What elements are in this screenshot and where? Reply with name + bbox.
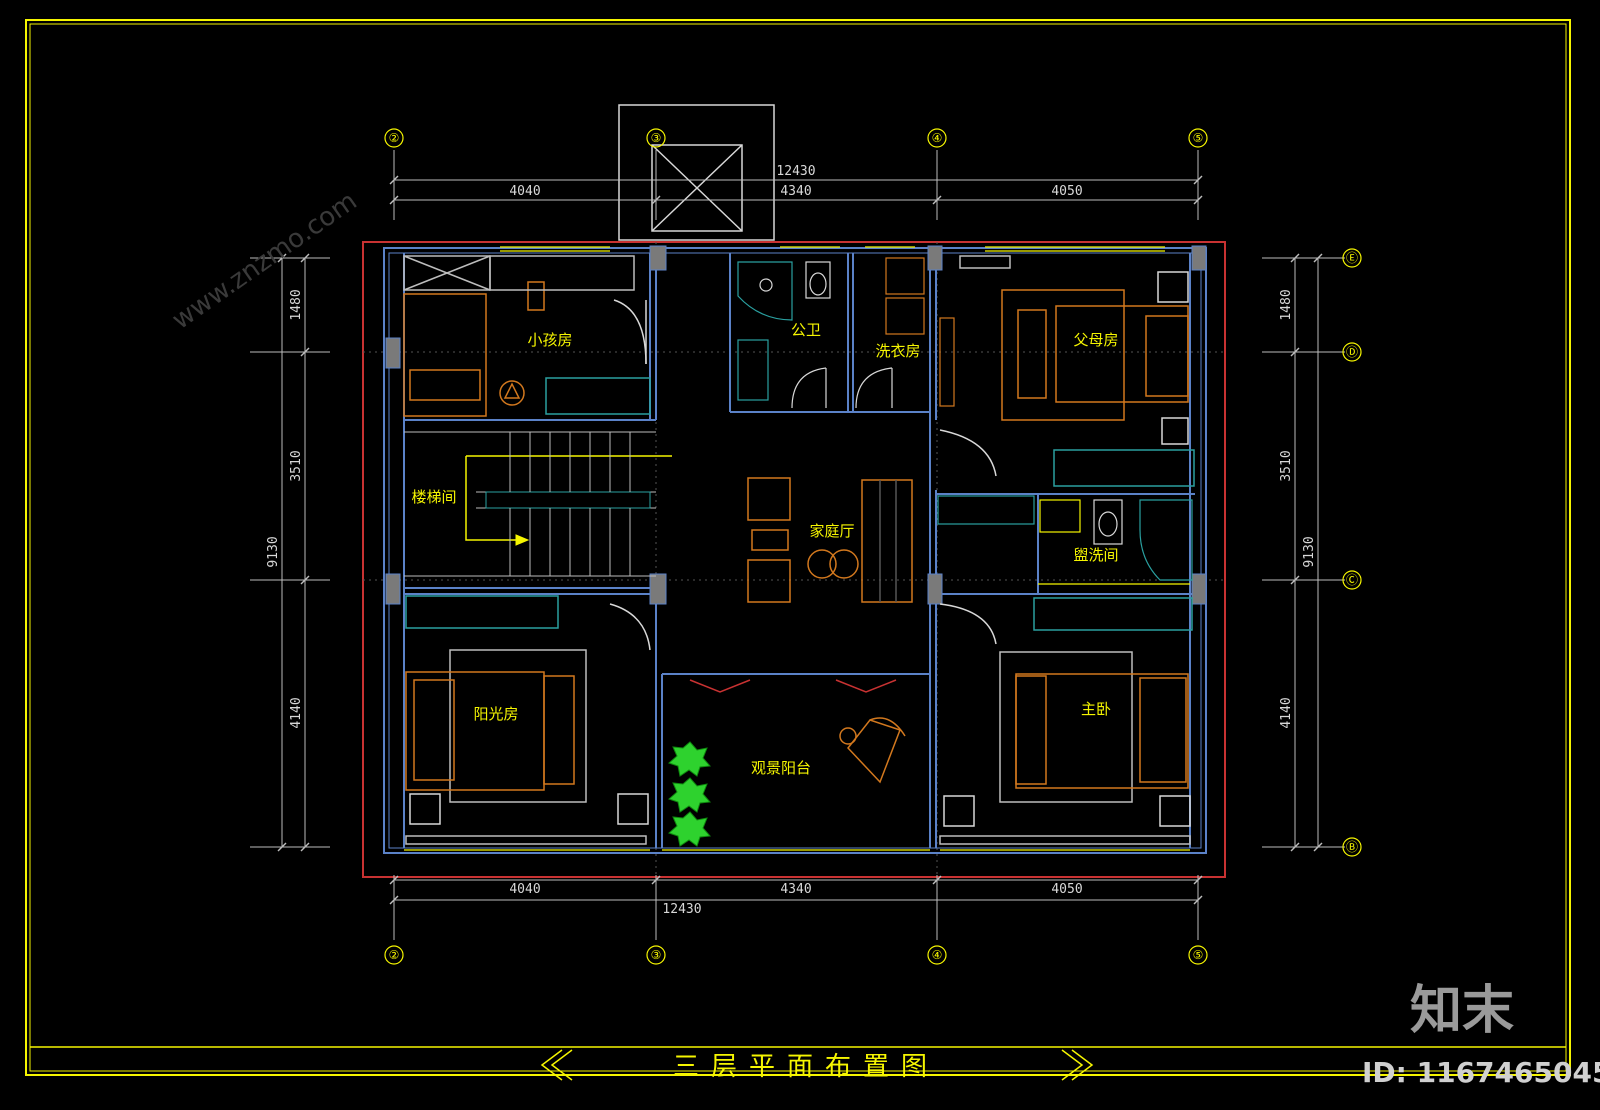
watermark: 知末 ID: 1167465045 www.znzmo.com xyxy=(167,186,1600,1089)
balcony-plants xyxy=(668,741,712,847)
room-label-public-wc: 公卫 xyxy=(791,321,821,339)
dim-right-total: 9130 xyxy=(1302,536,1317,567)
axis-label-d: Ⓓ xyxy=(1346,345,1358,359)
dim-left-seg-2: 3510 xyxy=(289,450,304,481)
dim-top-seg-1: 4040 xyxy=(509,184,540,199)
dim-left-seg-1: 1480 xyxy=(289,289,304,320)
sheet-outer-frame xyxy=(25,19,1571,1076)
axis-label-b: Ⓑ xyxy=(1346,840,1358,854)
dimension-ticks xyxy=(277,175,1323,905)
family-hall-furniture xyxy=(609,429,997,651)
sun-room-furniture xyxy=(405,595,649,845)
building-outline xyxy=(362,241,1226,878)
axis-label-c: Ⓒ xyxy=(1346,573,1358,587)
dim-top-seg-2: 4340 xyxy=(780,184,811,199)
dimension-texts: 12430 4040 4340 4050 4040 4340 4050 1243… xyxy=(266,164,1317,917)
watermark-id: ID: 1167465045 xyxy=(1362,1056,1600,1089)
room-label-staircase: 楼梯间 xyxy=(411,488,456,506)
dim-right-seg-1: 1480 xyxy=(1279,289,1294,320)
dim-right-seg-3: 4140 xyxy=(1279,697,1294,728)
parents-room-furniture xyxy=(959,255,1195,487)
staircase-drawing xyxy=(404,431,672,577)
washroom-fixtures xyxy=(937,495,1193,585)
room-label-kids: 小孩房 xyxy=(527,331,572,349)
room-label-balcony: 观景阳台 xyxy=(751,759,811,777)
axis-labels: ② ③ ④ ⑤ ② ③ ④ ⑤ Ⓔ Ⓓ Ⓒ Ⓑ xyxy=(389,131,1358,962)
dim-bottom-seg-2: 4340 xyxy=(780,882,811,897)
public-wc-fixtures xyxy=(737,261,831,409)
dim-right-seg-2: 3510 xyxy=(1279,450,1294,481)
drawing-title: 三层平面布置图 xyxy=(673,1052,939,1082)
axis-label-e: Ⓔ xyxy=(1346,251,1358,265)
elevator-shaft xyxy=(618,104,775,241)
room-label-master: 主卧 xyxy=(1081,700,1111,718)
watermark-site: www.znzmo.com xyxy=(167,186,363,336)
room-label-laundry: 洗衣房 xyxy=(875,342,920,360)
windows xyxy=(404,246,1190,851)
room-labels: 小孩房 公卫 洗衣房 父母房 楼梯间 家庭厅 盥洗间 阳光房 主卧 观景阳台 xyxy=(411,321,1118,777)
sheet-inner-frame xyxy=(29,23,1567,1072)
dim-top-seg-3: 4050 xyxy=(1051,184,1082,199)
watermark-logo: 知末 xyxy=(1410,981,1514,1041)
dim-left-seg-3: 4140 xyxy=(289,697,304,728)
dim-top-total: 12430 xyxy=(776,164,815,179)
grid-lines xyxy=(250,150,1345,940)
axis-bubbles xyxy=(384,128,1362,965)
dim-bottom-seg-3: 4050 xyxy=(1051,882,1082,897)
room-label-washroom: 盥洗间 xyxy=(1073,546,1118,564)
dim-left-total: 9130 xyxy=(266,536,281,567)
axis-label-4-top: ④ xyxy=(932,131,943,145)
master-bedroom-furniture xyxy=(939,597,1193,845)
laundry-fixtures xyxy=(855,257,955,409)
structural-columns xyxy=(385,245,1207,605)
balcony-furniture xyxy=(689,679,906,784)
axis-label-5-top: ⑤ xyxy=(1193,131,1204,145)
title-bar: 三层平面布置图 xyxy=(30,1046,1566,1082)
room-label-sun-room: 阳光房 xyxy=(473,705,518,723)
room-label-parents: 父母房 xyxy=(1073,331,1118,349)
room-label-family-hall: 家庭厅 xyxy=(809,522,854,540)
dim-bottom-total: 12430 xyxy=(662,902,701,917)
kids-room-furniture xyxy=(403,255,651,417)
axis-label-2-top: ② xyxy=(389,131,400,145)
axis-label-5-bottom: ⑤ xyxy=(1193,948,1204,962)
axis-label-4-bottom: ④ xyxy=(932,948,943,962)
axis-label-3-top: ③ xyxy=(651,131,662,145)
dim-bottom-seg-1: 4040 xyxy=(509,882,540,897)
axis-label-3-bottom: ③ xyxy=(651,948,662,962)
dimension-lines xyxy=(281,179,1319,901)
axis-label-2-bottom: ② xyxy=(389,948,400,962)
